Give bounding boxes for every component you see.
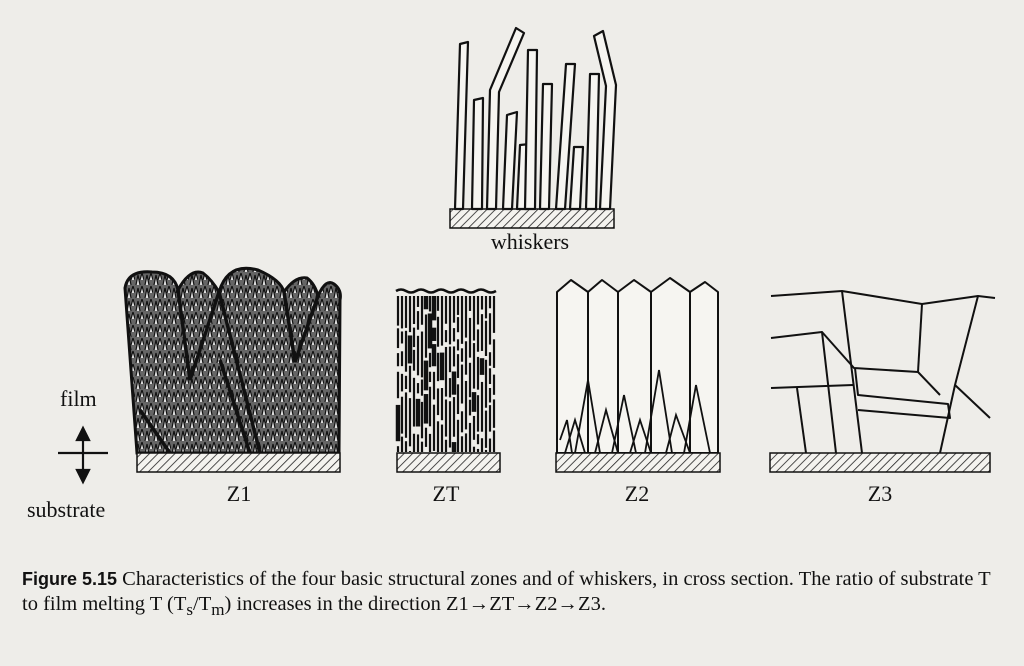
- whiskers-diagram: [449, 26, 618, 229]
- zone-z2-diagram: [555, 277, 721, 473]
- zone-z3-label: Z3: [867, 481, 893, 506]
- caption-sub-m: m: [211, 600, 225, 620]
- zone-z2-label: Z2: [624, 481, 650, 506]
- zone-zt-diagram: [395, 288, 501, 473]
- z2-substrate: [555, 452, 721, 473]
- figure-caption: Figure 5.15 Characteristics of the four …: [22, 567, 1007, 622]
- caption-sub-s: s: [186, 600, 194, 620]
- whiskers-substrate: [449, 208, 615, 229]
- film-substrate-arrow: [58, 425, 108, 485]
- zt-substrate: [396, 452, 501, 473]
- zt-fibers: [395, 296, 496, 452]
- substrate-label: substrate: [27, 497, 106, 522]
- figure-number: Figure 5.15: [22, 569, 118, 589]
- z3-substrate: [769, 452, 991, 473]
- zone-z1-label: Z1: [226, 481, 252, 506]
- caption-slash: /T: [193, 593, 212, 615]
- z1-substrate: [136, 452, 341, 473]
- structural-zones-figure: whiskers: [58, 26, 996, 485]
- whisker-rods: [453, 26, 618, 211]
- caption-text: Characteristics of the four basic struct…: [22, 568, 991, 615]
- z1-film: [123, 266, 342, 455]
- zone-z3-diagram: [769, 290, 996, 473]
- film-label: film: [60, 386, 97, 411]
- zone-z1-diagram: [123, 266, 342, 473]
- caption-text-end: ) increases in the direction Z1→ZT→Z2→Z3…: [224, 593, 606, 615]
- zone-zt-label: ZT: [432, 481, 460, 506]
- whiskers-label: whiskers: [491, 229, 569, 254]
